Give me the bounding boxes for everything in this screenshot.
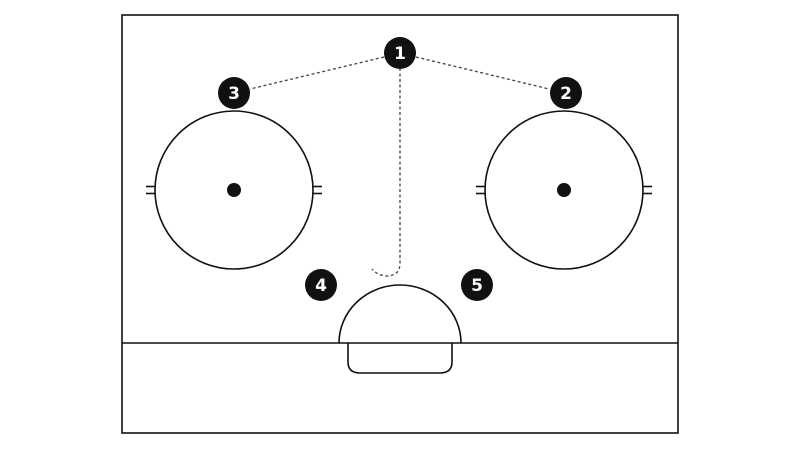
left-faceoff-dot (227, 183, 241, 197)
right-faceoff-dot (557, 183, 571, 197)
player-marker-4: 4 (305, 269, 337, 301)
player-marker-3: 3 (218, 77, 250, 109)
svg-text:3: 3 (228, 84, 240, 104)
svg-text:2: 2 (560, 84, 572, 104)
player-marker-1: 1 (384, 37, 416, 69)
rink-boundary (121, 14, 679, 434)
pass-path-1-to-2 (415, 56, 550, 90)
goal-crease (338, 284, 462, 344)
left-faceoff-circle (146, 110, 322, 270)
skate-path-1 (371, 68, 401, 277)
player-marker-2: 2 (550, 77, 582, 109)
svg-text:4: 4 (315, 276, 327, 296)
svg-text:5: 5 (471, 276, 483, 296)
goal-net (347, 343, 453, 374)
pass-path-1-to-3 (249, 56, 385, 90)
player-marker-5: 5 (461, 269, 493, 301)
svg-text:1: 1 (394, 44, 406, 64)
right-faceoff-circle (476, 110, 652, 270)
